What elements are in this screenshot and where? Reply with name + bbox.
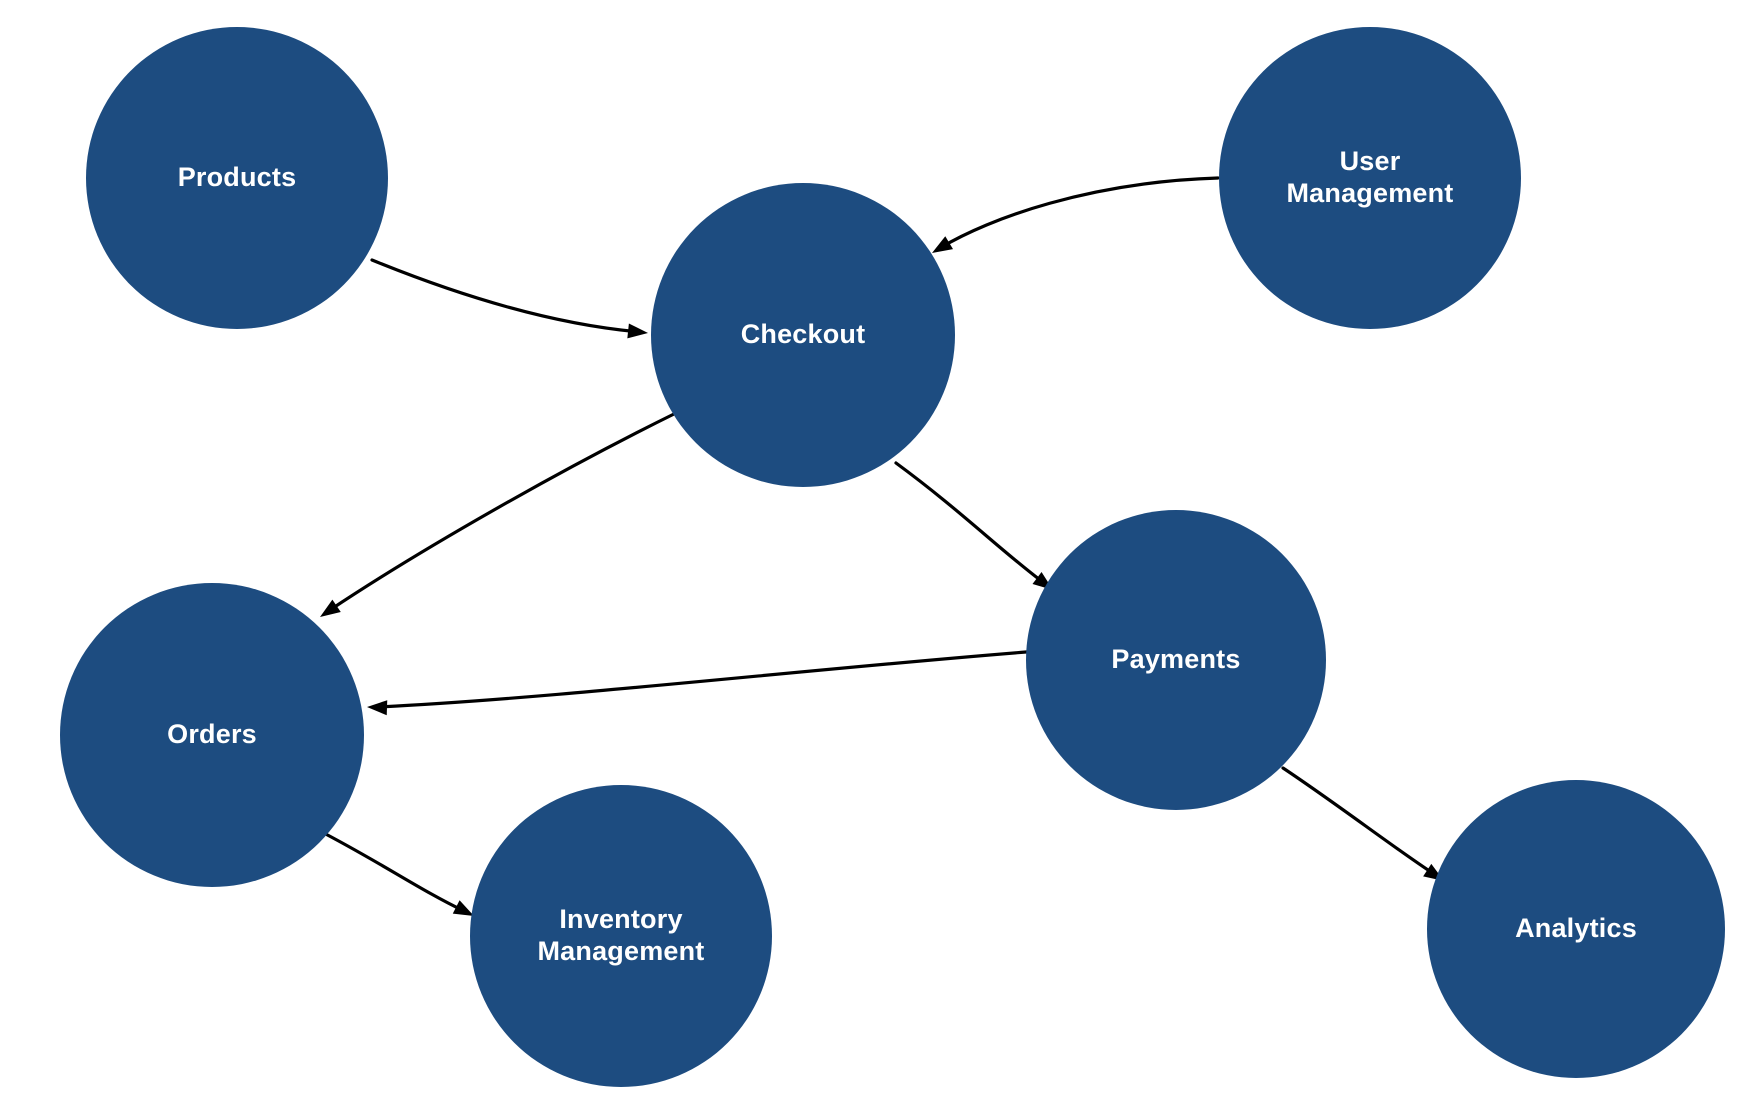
edge-line (370, 258, 642, 334)
edge-user-management-to-checkout (932, 176, 1220, 253)
edge-line (894, 461, 1046, 585)
arrow-head-icon (932, 236, 954, 253)
arrow-head-icon (320, 599, 341, 617)
arrow-head-icon (452, 900, 474, 916)
edge-line (376, 650, 1028, 709)
arrow-head-icon (367, 700, 388, 716)
edge-payments-to-orders (367, 650, 1028, 716)
node-label: User Management (1286, 146, 1454, 208)
node-label: Products (177, 162, 297, 193)
node-analytics[interactable]: Analytics (1427, 780, 1725, 1078)
edge-products-to-checkout (370, 258, 648, 339)
edge-line (1281, 766, 1436, 876)
node-products[interactable]: Products (86, 27, 388, 329)
edge-line (328, 410, 680, 612)
node-checkout[interactable]: Checkout (651, 183, 955, 487)
node-label: Inventory Management (537, 904, 705, 966)
arrow-head-icon (627, 323, 648, 339)
edge-checkout-to-payments (894, 461, 1053, 590)
edge-orders-to-inventory-management (316, 828, 474, 916)
edge-line (316, 828, 466, 913)
edge-line (938, 176, 1220, 250)
node-label: Orders (167, 719, 257, 750)
node-payments[interactable]: Payments (1026, 510, 1326, 810)
node-inventory-management[interactable]: Inventory Management (470, 785, 772, 1087)
node-label: Checkout (740, 319, 866, 350)
node-label: Payments (1111, 644, 1241, 675)
edge-checkout-to-orders (320, 410, 680, 617)
node-orders[interactable]: Orders (60, 583, 364, 887)
node-label: Analytics (1515, 913, 1637, 944)
edge-payments-to-analytics (1281, 766, 1444, 881)
node-user-management[interactable]: User Management (1219, 27, 1521, 329)
